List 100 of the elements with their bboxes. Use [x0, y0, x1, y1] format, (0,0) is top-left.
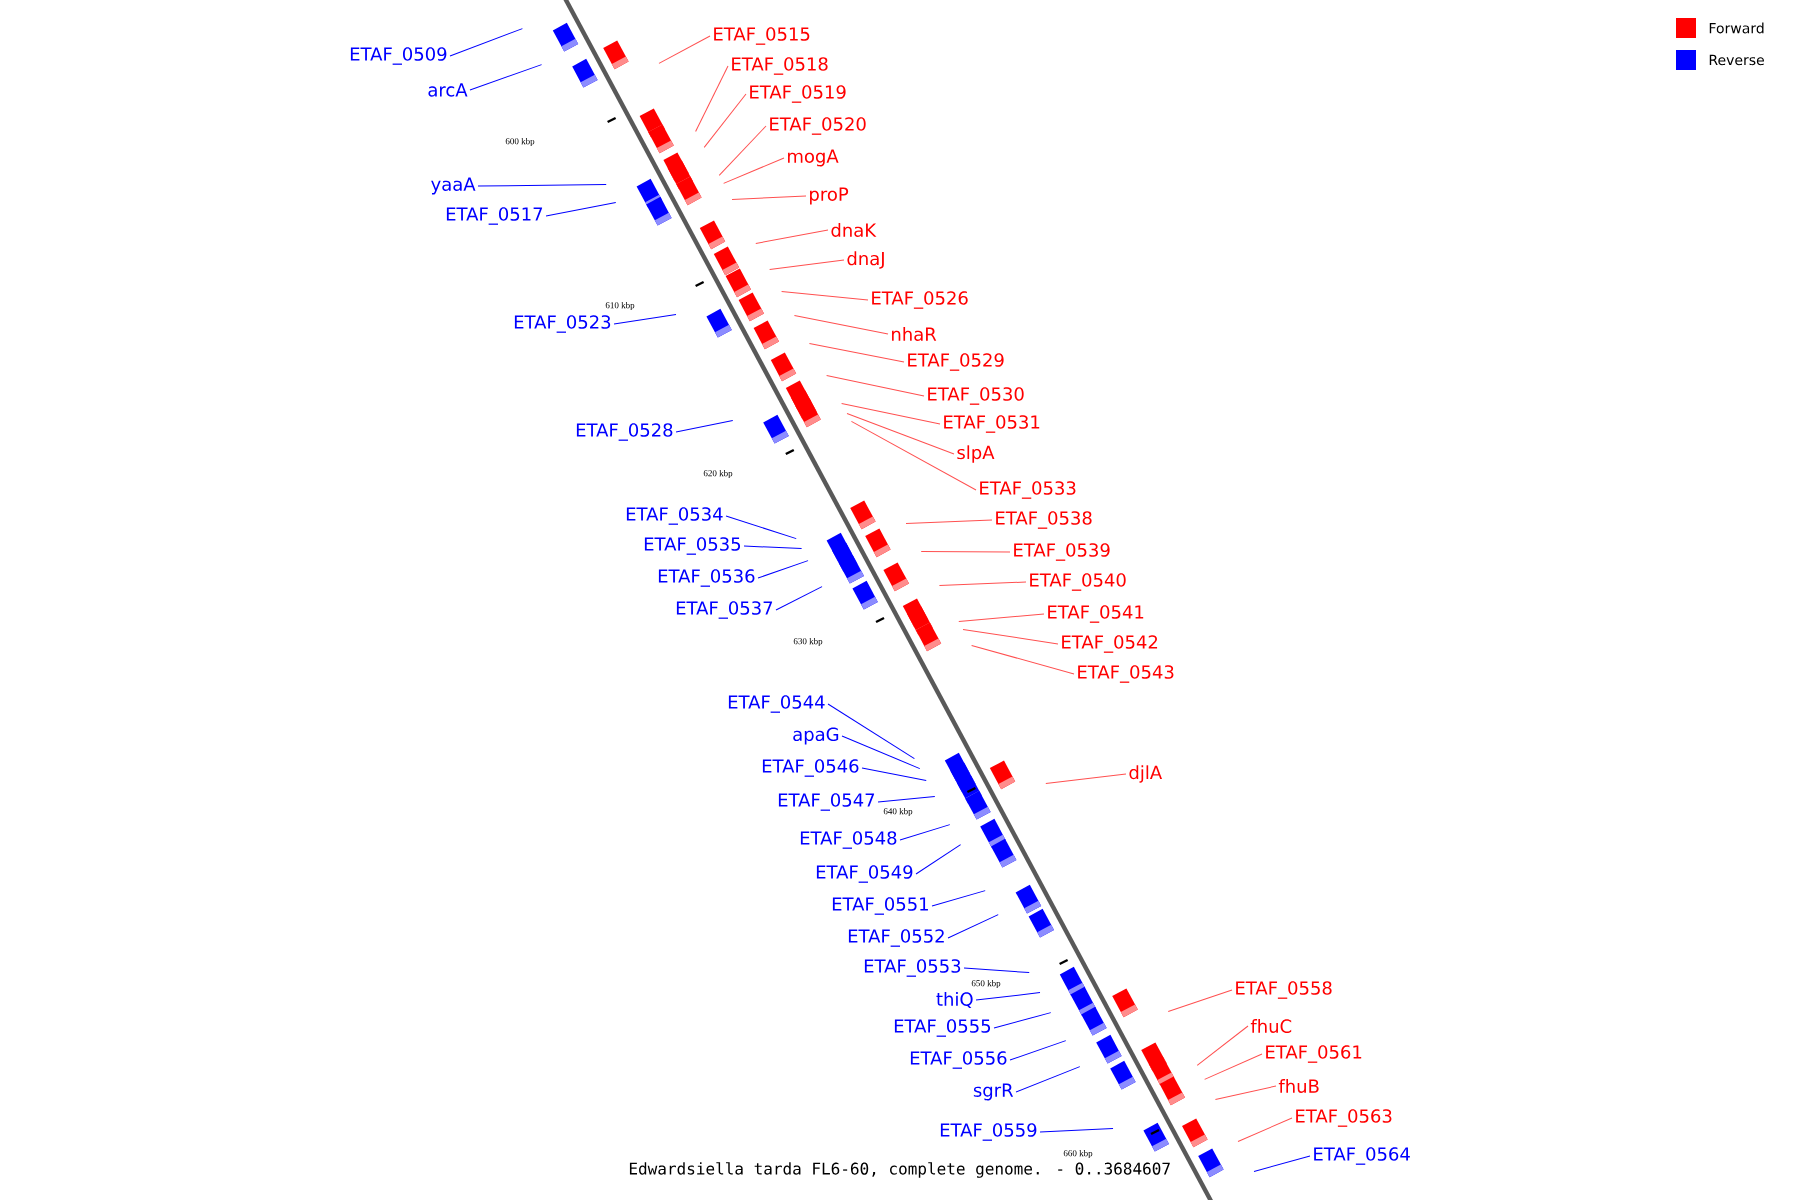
- leader-line: [920, 550, 1011, 553]
- gene-label: ETAF_0523: [514, 315, 611, 333]
- gene-label: dnaJ: [847, 251, 884, 269]
- gene-label: ETAF_0556: [910, 1051, 1007, 1069]
- leader-line: [725, 515, 797, 540]
- gene-label: ETAF_0531: [944, 415, 1040, 433]
- leader-line: [905, 519, 993, 524]
- caption: Edwardsiella tarda FL6-60, complete genome. - 0..3684607: [629, 1162, 1170, 1178]
- gene-label: ETAF_0530: [928, 387, 1024, 405]
- leader-line: [695, 65, 729, 132]
- gene-label: ETAF_0552: [848, 929, 944, 947]
- gene-label: ETAF_0555: [894, 1019, 991, 1037]
- leader-line: [613, 314, 677, 325]
- gene-label: arcA: [428, 83, 468, 97]
- gene-label: ETAF_0534: [626, 507, 723, 525]
- leader-line: [793, 314, 889, 335]
- leader-line: [861, 767, 927, 782]
- gene-label: ETAF_0535: [644, 537, 741, 555]
- leader-line: [1045, 773, 1127, 784]
- leader-line: [963, 967, 1030, 974]
- gene-label: ETAF_0549: [816, 865, 913, 883]
- gene-label: ETAF_0509: [350, 47, 447, 65]
- leader-line: [846, 412, 955, 455]
- gene-label: ETAF_0553: [864, 959, 961, 977]
- gene-label: ETAF_0526: [872, 291, 968, 309]
- leader-line: [826, 374, 925, 397]
- gene-label: apaG: [793, 727, 839, 745]
- gene-label: ETAF_0543: [1078, 665, 1174, 683]
- gene-label: ETAF_0537: [676, 601, 773, 619]
- leader-line: [545, 202, 617, 217]
- leader-line: [975, 992, 1041, 1001]
- gene-label: ETAF_0529: [908, 353, 1004, 371]
- leader-line: [1009, 1040, 1067, 1061]
- gene-label: ETAF_0559: [940, 1123, 1037, 1141]
- leader-line: [755, 229, 829, 244]
- gene-label: ETAF_0518: [732, 57, 828, 75]
- leader-line: [469, 64, 543, 91]
- gene-label: nhaR: [892, 327, 937, 341]
- leader-line: [962, 628, 1059, 645]
- leader-line: [1237, 1117, 1293, 1142]
- leader-line: [723, 157, 785, 184]
- gene-label: slpA: [957, 445, 995, 463]
- gene-label: ETAF_0564: [1314, 1147, 1410, 1165]
- leader-line: [449, 28, 523, 57]
- leader-line: [850, 420, 977, 491]
- gene-label: djlA: [1129, 765, 1162, 783]
- leader-line: [781, 290, 869, 301]
- leader-line: [993, 1012, 1052, 1029]
- leader-line: [718, 125, 767, 176]
- gene-label: ETAF_0519: [750, 85, 846, 103]
- gene-label: ETAF_0544: [728, 695, 825, 713]
- leader-line: [971, 644, 1075, 675]
- leader-line: [1015, 1066, 1081, 1093]
- leader-line: [731, 195, 807, 200]
- gene-label: ETAF_0533: [980, 481, 1076, 499]
- leader-line: [1253, 1155, 1311, 1172]
- gene-label: ETAF_0539: [1014, 543, 1110, 561]
- gene-label: ETAF_0541: [1048, 605, 1144, 623]
- leader-line: [743, 545, 803, 550]
- gene-label: ETAF_0528: [576, 423, 673, 441]
- gene-label: ETAF_0536: [658, 569, 755, 587]
- leader-line: [675, 420, 734, 433]
- leader-line: [757, 560, 809, 579]
- gene-label: ETAF_0547: [778, 793, 875, 811]
- gene-label: ETAF_0520: [770, 117, 866, 135]
- leader-line: [877, 796, 936, 803]
- leader-line: [808, 342, 905, 363]
- leader-line: [477, 184, 607, 187]
- leader-line: [841, 402, 941, 425]
- leader-line: [703, 93, 747, 148]
- gene-label: mogA: [788, 149, 839, 167]
- leader-line: [958, 613, 1045, 622]
- gene-label: fhuC: [1250, 1019, 1292, 1033]
- gene-label: ETAF_0538: [996, 511, 1092, 529]
- gene-label: yaaA: [431, 177, 476, 195]
- leader-line: [827, 703, 915, 760]
- leader-line: [658, 35, 711, 64]
- gene-label: sgrR: [973, 1083, 1014, 1101]
- gene-label: ETAF_0540: [1030, 573, 1126, 591]
- gene-label: ETAF_0515: [714, 27, 810, 45]
- leader-line: [1167, 989, 1233, 1012]
- gene-label: dnaK: [831, 223, 877, 237]
- leader-line: [1196, 1025, 1249, 1066]
- leader-line: [915, 844, 962, 875]
- leader-line: [1204, 1053, 1263, 1080]
- gene-label: thiQ: [936, 992, 973, 1008]
- gene-label: ETAF_0546: [762, 759, 859, 777]
- leader-line: [769, 259, 845, 270]
- leader-line: [1039, 1128, 1114, 1133]
- gene-label: ETAF_0551: [832, 897, 928, 915]
- gene-label: ETAF_0548: [800, 831, 897, 849]
- leader-line: [841, 735, 921, 770]
- gene-label: ETAF_0561: [1266, 1045, 1362, 1063]
- gene-label: proP: [810, 187, 849, 205]
- leader-line: [1214, 1085, 1277, 1100]
- leader-line: [775, 586, 823, 611]
- gene-label: fhuB: [1278, 1079, 1319, 1093]
- leader-line: [931, 890, 986, 907]
- leader-line: [899, 824, 951, 841]
- gene-label: ETAF_0517: [446, 207, 543, 225]
